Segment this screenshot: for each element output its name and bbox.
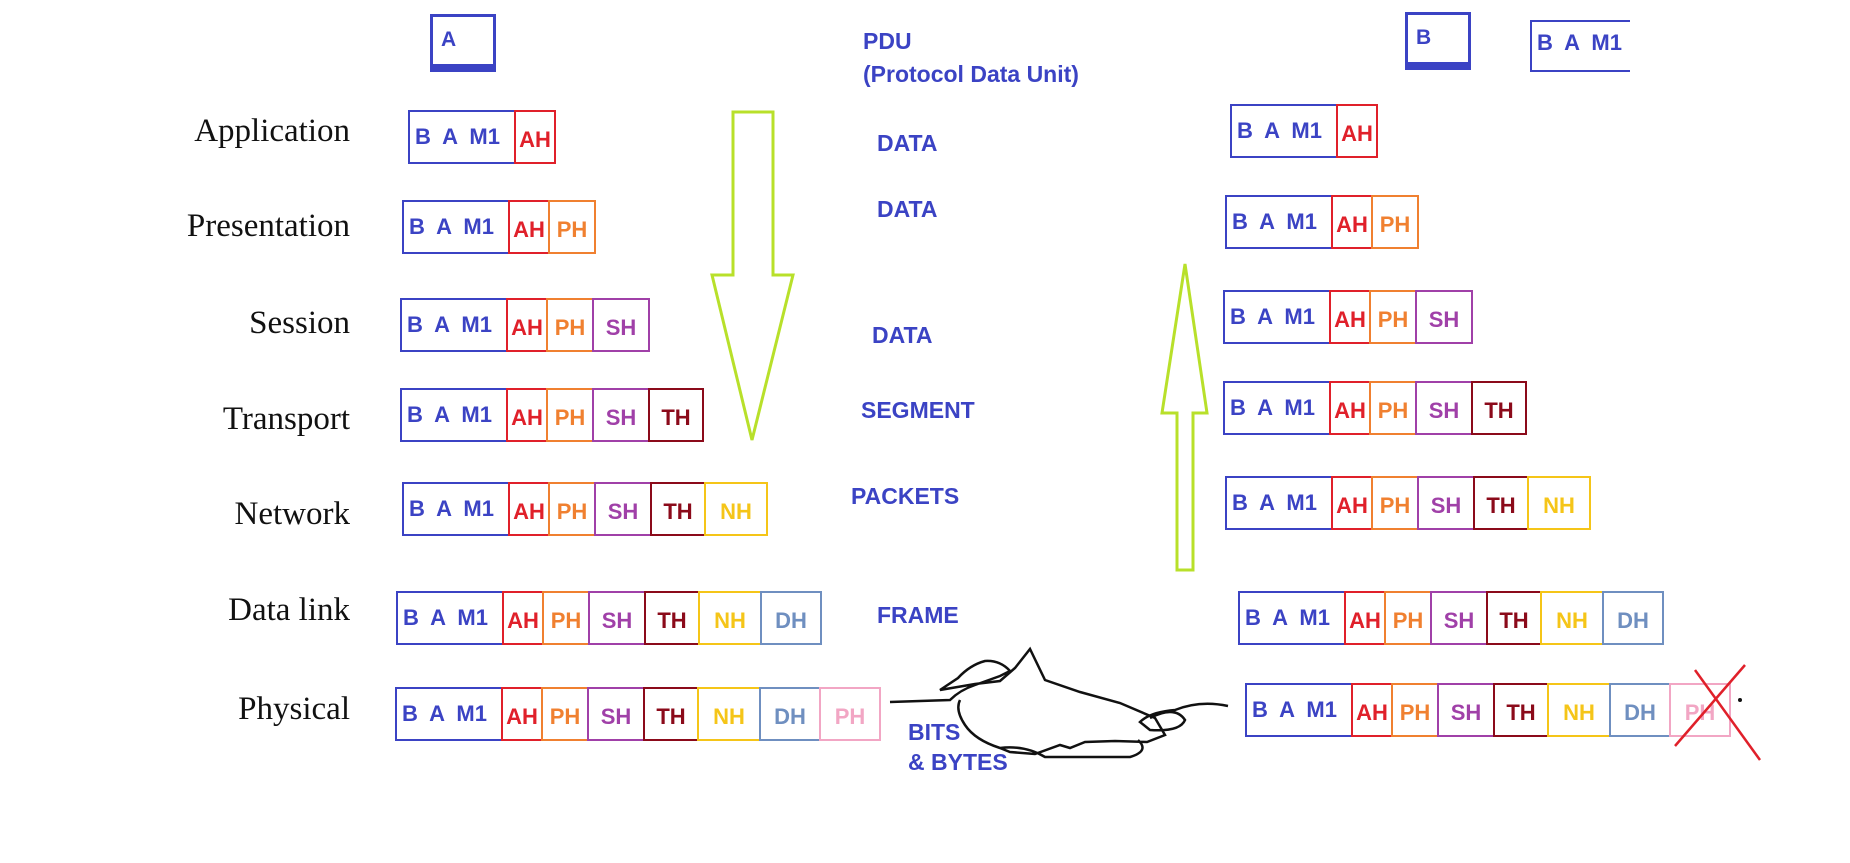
sender-header-th-3: TH <box>648 388 704 442</box>
sender-header-ph-5: PH <box>542 591 590 645</box>
sender-message-box-4: B A M1 <box>402 482 510 536</box>
sender-header-ph-2: PH <box>546 298 594 352</box>
receiver-header-sh-5: SH <box>1430 591 1488 645</box>
sender-header-nh-6: NH <box>697 687 761 741</box>
receiver-header-th-4: TH <box>1473 476 1529 530</box>
receiver-header-ph-3: PH <box>1369 381 1417 435</box>
sender-header-ph-6: PH <box>541 687 589 741</box>
sender-header-ah-6: AH <box>501 687 543 741</box>
receiver-header-ph-4: PH <box>1371 476 1419 530</box>
layer-label-physical: Physical <box>238 691 350 727</box>
receiver-header-ah-5: AH <box>1344 591 1386 645</box>
layer-label-transport: Transport <box>222 401 350 437</box>
layer-label-application: Application <box>194 113 350 149</box>
layer-label-network: Network <box>234 496 350 532</box>
receiver-message-box-0: B A M1 <box>1230 104 1338 158</box>
sender-header-ph-1: PH <box>548 200 596 254</box>
sender-header-nh-4: NH <box>704 482 768 536</box>
pdu-label-network: PACKETS <box>851 483 960 509</box>
receiver-message-box-6: B A M1 <box>1245 683 1353 737</box>
sender-header-th-4: TH <box>650 482 706 536</box>
receiver-header-ah-1: AH <box>1331 195 1373 249</box>
pdu-heading-subtitle: (Protocol Data Unit) <box>863 61 1079 87</box>
receiver-host-box: B <box>1405 12 1471 70</box>
layer-label-presentation: Presentation <box>186 208 350 244</box>
up-arrow <box>1160 263 1209 572</box>
layer-label-data-link: Data link <box>228 592 350 628</box>
sender-header-ah-4: AH <box>508 482 550 536</box>
pdu-heading-title: PDU <box>863 28 912 54</box>
receiver-header-nh-6: NH <box>1547 683 1611 737</box>
layer-label-session: Session <box>249 305 350 341</box>
receiver-header-dh-6: DH <box>1609 683 1671 737</box>
pdu-label-transport: SEGMENT <box>861 397 975 423</box>
receiver-message-box-5: B A M1 <box>1238 591 1346 645</box>
sender-header-sh-3: SH <box>592 388 650 442</box>
receiver-message-box-4: B A M1 <box>1225 476 1333 530</box>
receiver-header-th-5: TH <box>1486 591 1542 645</box>
pdu-label-presentation: DATA <box>877 196 938 222</box>
transmission-medium-cloud <box>889 646 1229 759</box>
receiver-message-box-1: B A M1 <box>1225 195 1333 249</box>
sender-header-th-5: TH <box>644 591 700 645</box>
receiver-header-sh-6: SH <box>1437 683 1495 737</box>
sender-header-sh-6: SH <box>587 687 645 741</box>
sender-header-nh-5: NH <box>698 591 762 645</box>
sender-header-ah-0: AH <box>514 110 556 164</box>
receiver-header-dh-5: DH <box>1602 591 1664 645</box>
sender-header-sh-4: SH <box>594 482 652 536</box>
sender-host-box: A <box>430 14 496 72</box>
receiver-header-ah-4: AH <box>1331 476 1373 530</box>
sender-message-box-2: B A M1 <box>400 298 508 352</box>
receiver-header-th-3: TH <box>1471 381 1527 435</box>
pdu-label-data-link: FRAME <box>877 602 959 628</box>
strike-dot <box>1738 698 1742 702</box>
receiver-header-ph-1: PH <box>1371 195 1419 249</box>
receiver-header-sh-4: SH <box>1417 476 1475 530</box>
sender-header-th-6: TH <box>643 687 699 741</box>
sender-message-box-3: B A M1 <box>400 388 508 442</box>
pdu-label-physical: BITS & BYTES <box>908 719 1008 775</box>
receiver-header-ah-6: AH <box>1351 683 1393 737</box>
sender-header-dh-6: DH <box>759 687 821 741</box>
sender-header-ah-2: AH <box>506 298 548 352</box>
sender-header-sh-2: SH <box>592 298 650 352</box>
sender-header-sh-5: SH <box>588 591 646 645</box>
receiver-header-sh-2: SH <box>1415 290 1473 344</box>
receiver-header-ah-2: AH <box>1329 290 1371 344</box>
sender-header-ah-5: AH <box>502 591 544 645</box>
sender-header-ah-1: AH <box>508 200 550 254</box>
receiver-header-nh-4: NH <box>1527 476 1591 530</box>
sender-header-dh-5: DH <box>760 591 822 645</box>
sender-message-box-0: B A M1 <box>408 110 516 164</box>
sender-header-ph-3: PH <box>546 388 594 442</box>
receiver-header-ph-2: PH <box>1369 290 1417 344</box>
receiver-message-box-2: B A M1 <box>1223 290 1331 344</box>
down-arrow <box>710 110 795 441</box>
sender-message-box-1: B A M1 <box>402 200 510 254</box>
pdu-label-session: DATA <box>872 322 933 348</box>
receiver-header-ah-0: AH <box>1336 104 1378 158</box>
strike-line-2 <box>1693 669 1762 761</box>
receiver-header-ph-6: PH <box>1391 683 1439 737</box>
sender-message-box-5: B A M1 <box>396 591 504 645</box>
receiver-delivered-message: B A M1 <box>1530 20 1630 72</box>
pdu-label-application: DATA <box>877 130 938 156</box>
sender-header-ph-6: PH <box>819 687 881 741</box>
strike-line-1 <box>1674 664 1746 747</box>
